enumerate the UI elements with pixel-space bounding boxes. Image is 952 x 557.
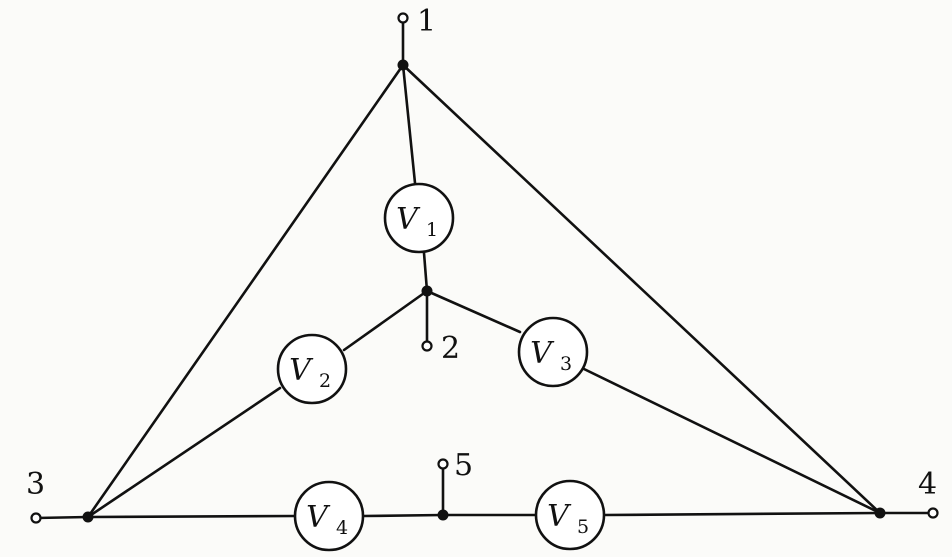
node-label-1: 1 xyxy=(417,4,436,39)
voltmeter-v3-letter: V xyxy=(530,336,555,371)
voltmeter-v2-letter: V xyxy=(289,353,314,388)
wire-left-to-v4 xyxy=(86,514,297,519)
voltmeter-v4-subscript: 4 xyxy=(336,517,348,539)
voltmeter-v5-subscript: 5 xyxy=(577,516,589,538)
wire-top-to-v1 xyxy=(401,63,417,185)
node-label-4: 4 xyxy=(918,467,937,502)
wire-v3-to-right xyxy=(582,367,882,515)
voltmeter-v4-letter: V xyxy=(306,500,331,535)
voltmeter-v3: V 3 xyxy=(517,316,589,388)
terminal-3 xyxy=(30,512,42,524)
wire-v4-to-node5 xyxy=(361,513,445,518)
junction-right xyxy=(874,507,886,519)
voltmeter-v2: V 2 xyxy=(276,333,348,405)
terminal-2 xyxy=(421,340,433,352)
voltmeter-v4: V 4 xyxy=(293,480,365,552)
wire-v1-to-center xyxy=(422,251,429,293)
voltmeter-v1-letter: V xyxy=(396,202,421,237)
wire-v2-to-left xyxy=(86,386,282,519)
node-label-3: 3 xyxy=(26,467,45,502)
terminal-4 xyxy=(927,507,939,519)
voltmeter-v2-subscript: 2 xyxy=(319,370,331,392)
wire-center-to-v3 xyxy=(425,289,522,334)
junction-bottom-middle xyxy=(437,509,449,521)
node-label-2: 2 xyxy=(441,331,460,366)
wire-terminal-3-lead xyxy=(34,515,90,520)
voltmeter-v3-subscript: 3 xyxy=(560,353,572,375)
junction-left xyxy=(82,511,94,523)
terminal-1 xyxy=(397,12,409,24)
wire-top-to-left xyxy=(86,63,405,519)
voltmeter-v1: V 1 xyxy=(383,182,455,254)
svg-text:V: V xyxy=(396,202,421,237)
wire-top-to-right xyxy=(401,63,882,515)
voltmeter-v5: V 5 xyxy=(534,479,606,551)
wire-center-to-v2 xyxy=(342,289,429,352)
wire-v5-to-right xyxy=(602,511,882,517)
voltmeter-v1-subscript: 1 xyxy=(426,219,438,241)
node-label-5: 5 xyxy=(454,448,473,483)
voltmeter-v5-letter: V xyxy=(547,499,572,534)
junction-top xyxy=(397,59,409,71)
junction-center xyxy=(421,285,433,297)
terminal-5 xyxy=(437,458,449,470)
